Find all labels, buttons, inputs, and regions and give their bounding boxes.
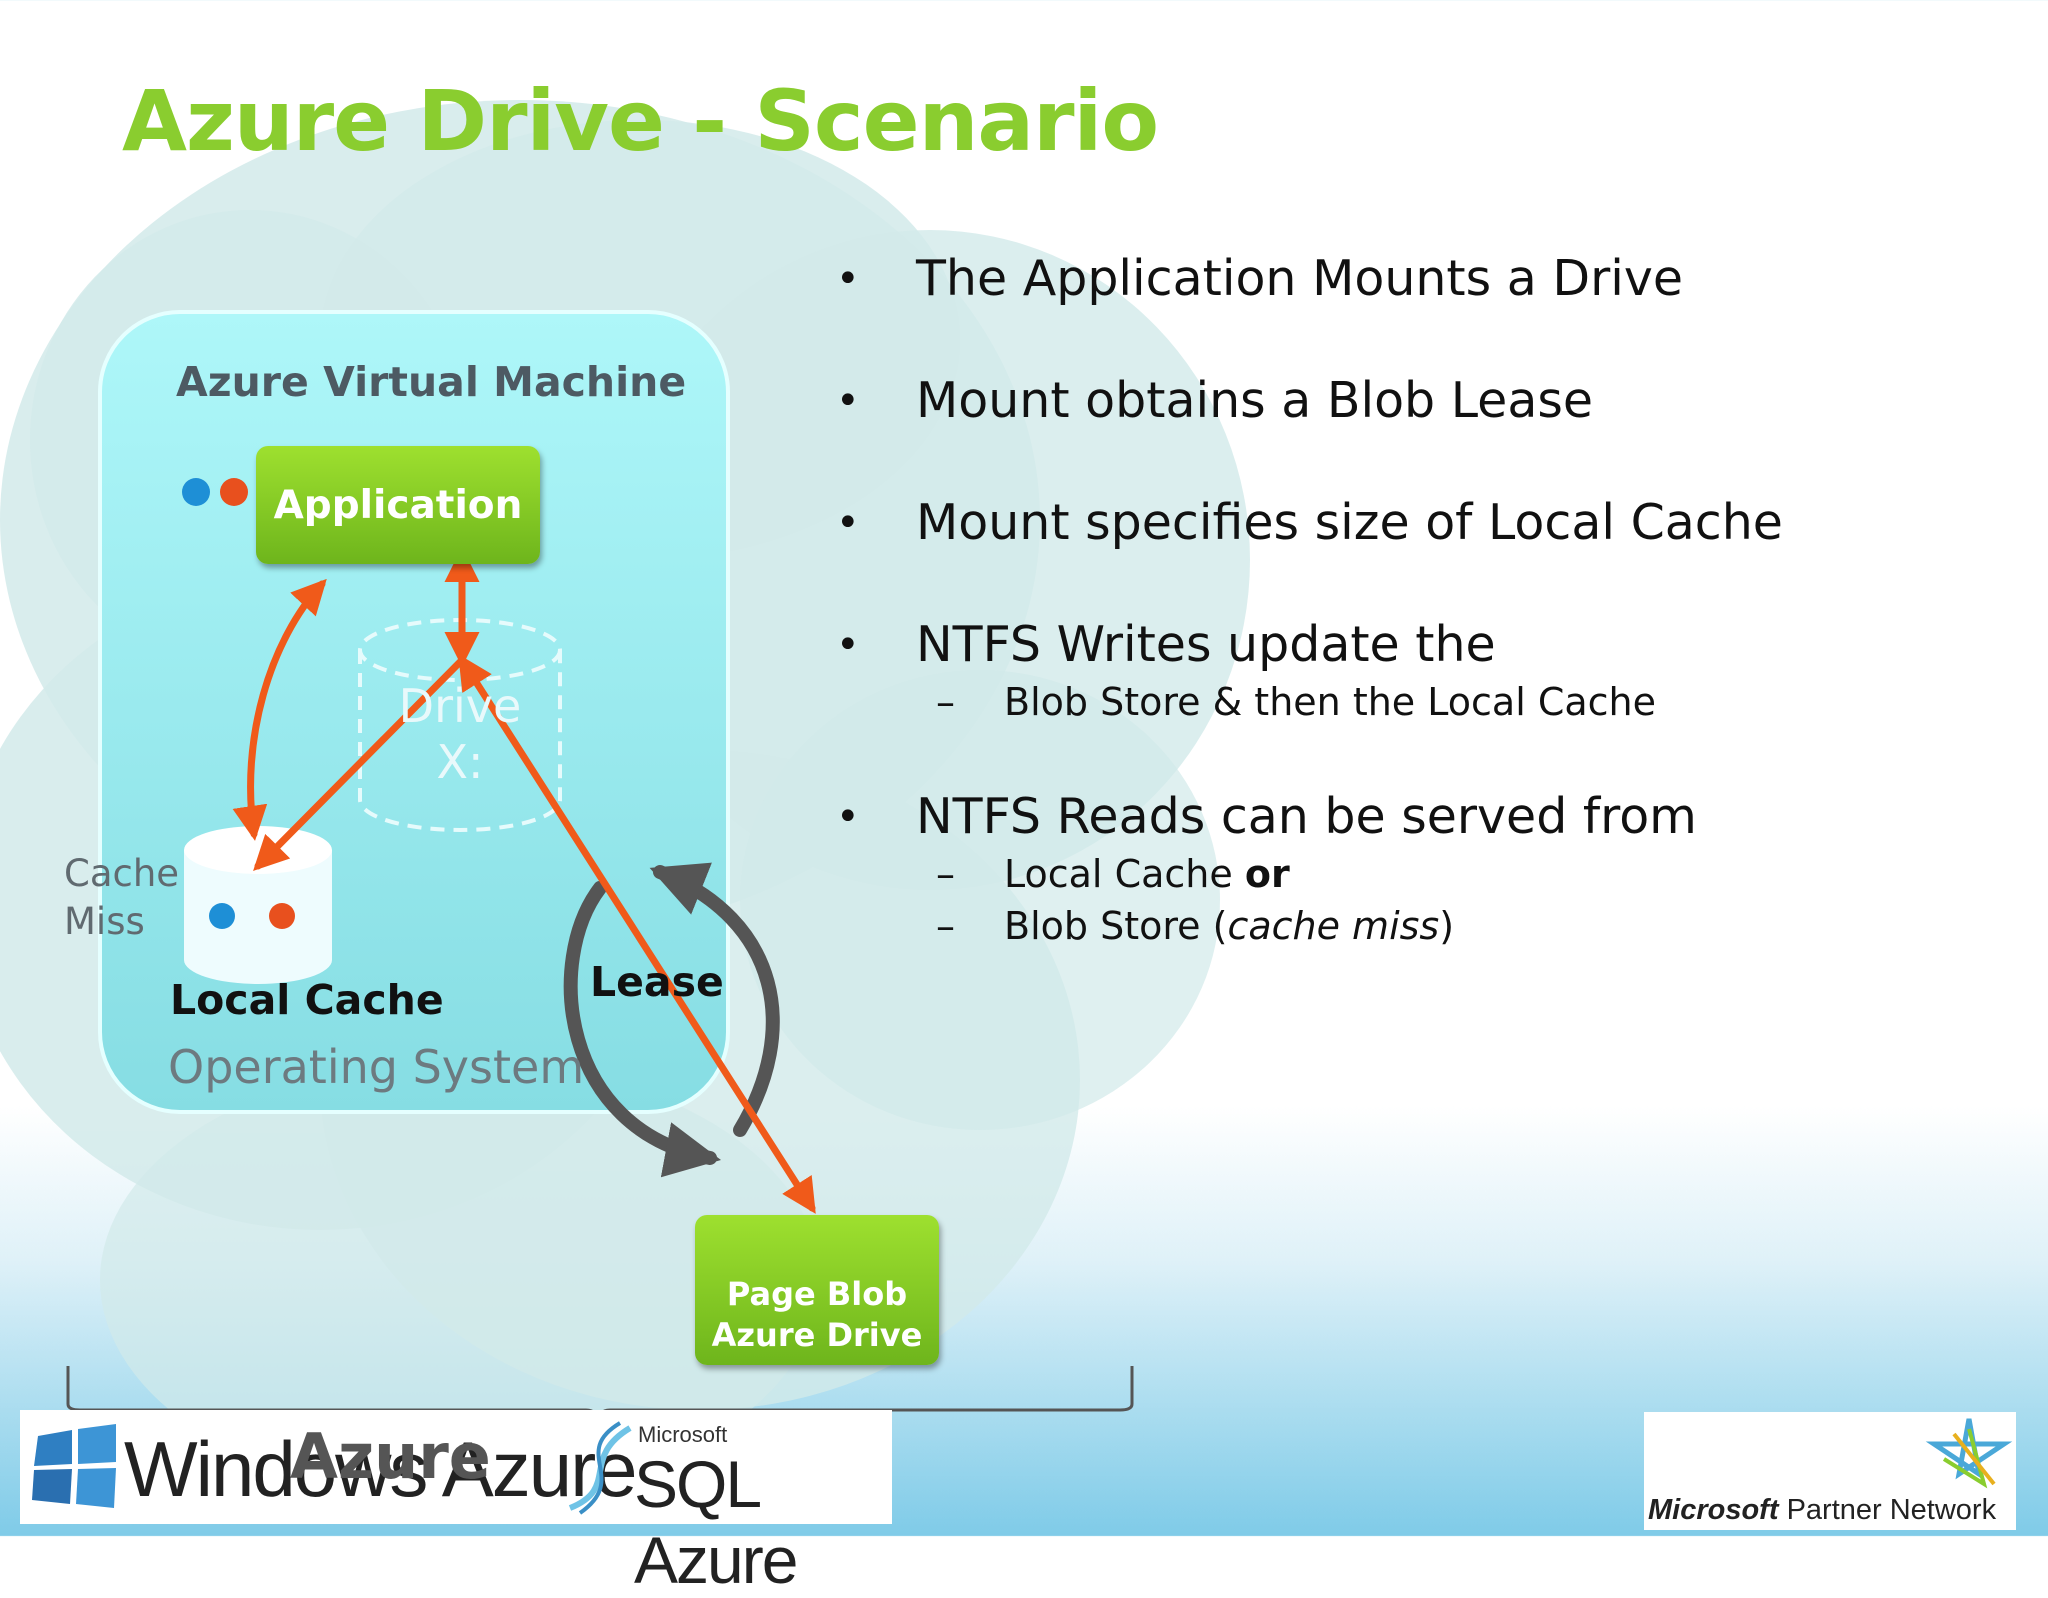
mpn-partner-network: Partner Network — [1786, 1494, 1997, 1526]
sub-bullet-text: Blob Store & then the Local Cache — [1004, 680, 1657, 724]
cache-miss-line1: Cache — [64, 852, 180, 895]
sub-bullet-marker: – — [936, 904, 955, 948]
application-box: Application — [256, 446, 540, 564]
sub-bullet-item: – Blob Store & then the Local Cache — [836, 676, 2016, 728]
sub-bullet-text: Local Cache — [1004, 852, 1233, 896]
page-blob-line1: Page Blob — [726, 1275, 908, 1313]
mpn-microsoft: Microsoft — [1648, 1494, 1779, 1526]
bullet-item: • NTFS Writes update the — [836, 614, 2016, 676]
windows-flag-icon — [32, 1424, 116, 1508]
sub-bullet-italic: cache miss — [1227, 904, 1440, 948]
sql-azure-wordmark: SQL Azure — [634, 1447, 798, 1597]
bullet-item: • Mount specifies size of Local Cache — [836, 492, 2016, 554]
bullet-item: • NTFS Reads can be served from — [836, 786, 2016, 848]
cache-miss-line2: Miss — [64, 900, 145, 943]
drive-label-line1: Drive — [398, 679, 522, 733]
lease-label: Lease — [590, 958, 724, 1006]
microsoft-partner-network-logo: Microsoft Partner Network — [1644, 1412, 2016, 1530]
microsoft-small-text: Microsoft — [638, 1422, 728, 1447]
application-label: Application — [273, 482, 523, 528]
mpn-star-icon — [1925, 1418, 2013, 1489]
drive-label: Drive X: — [360, 678, 560, 790]
bullet-text: Mount specifies size of Local Cache — [916, 494, 1783, 551]
local-cache-cylinder — [184, 826, 332, 984]
page-blob-box: Page Blob Azure Drive — [695, 1215, 939, 1365]
sub-bullet-emphasis: or — [1244, 852, 1290, 896]
mpn-wordmark: Microsoft Partner Network — [1648, 1494, 1996, 1527]
azure-overlay-label: Azure — [290, 1420, 491, 1493]
bullet-list: • The Application Mounts a Drive • Mount… — [836, 248, 2016, 952]
sql-swirl-icon — [568, 1421, 632, 1515]
paren-open: ( — [1212, 904, 1228, 948]
sub-bullet-marker: – — [936, 680, 955, 724]
local-cache-label: Local Cache — [170, 976, 444, 1024]
bullet-item: • Mount obtains a Blob Lease — [836, 370, 2016, 432]
bullet-text: The Application Mounts a Drive — [916, 250, 1683, 307]
bullet-marker: • — [836, 622, 860, 668]
bullet-text: NTFS Writes update the — [916, 616, 1496, 673]
bullet-marker: • — [836, 378, 860, 424]
bullet-marker: • — [836, 794, 860, 840]
os-label: Operating System — [168, 1040, 585, 1094]
sub-bullet-item: – Blob Store (cache miss) — [836, 900, 2016, 952]
vm-label: Azure Virtual Machine — [176, 358, 687, 406]
paren-close: ) — [1439, 904, 1455, 948]
bullet-text: NTFS Reads can be served from — [916, 788, 1697, 845]
bullet-item: • The Application Mounts a Drive — [836, 248, 2016, 310]
sub-bullet-text: Blob Store — [1004, 904, 1201, 948]
drive-label-line2: X: — [436, 735, 484, 789]
bullet-marker: • — [836, 256, 860, 302]
bullet-marker: • — [836, 500, 860, 546]
slide-title: Azure Drive - Scenario — [122, 72, 1159, 170]
page-blob-line2: Azure Drive — [711, 1316, 923, 1354]
sub-bullet-marker: – — [936, 852, 955, 896]
windows-azure-wordmark: Windows Azure — [124, 1425, 638, 1513]
bullet-text: Mount obtains a Blob Lease — [916, 372, 1594, 429]
data-flow-arrows — [232, 547, 816, 1214]
app-blue-dot — [182, 478, 210, 506]
app-red-dot — [220, 478, 248, 506]
cache-miss-label: Cache Miss — [64, 850, 179, 946]
sub-bullet-item: – Local Cache or — [836, 848, 2016, 900]
